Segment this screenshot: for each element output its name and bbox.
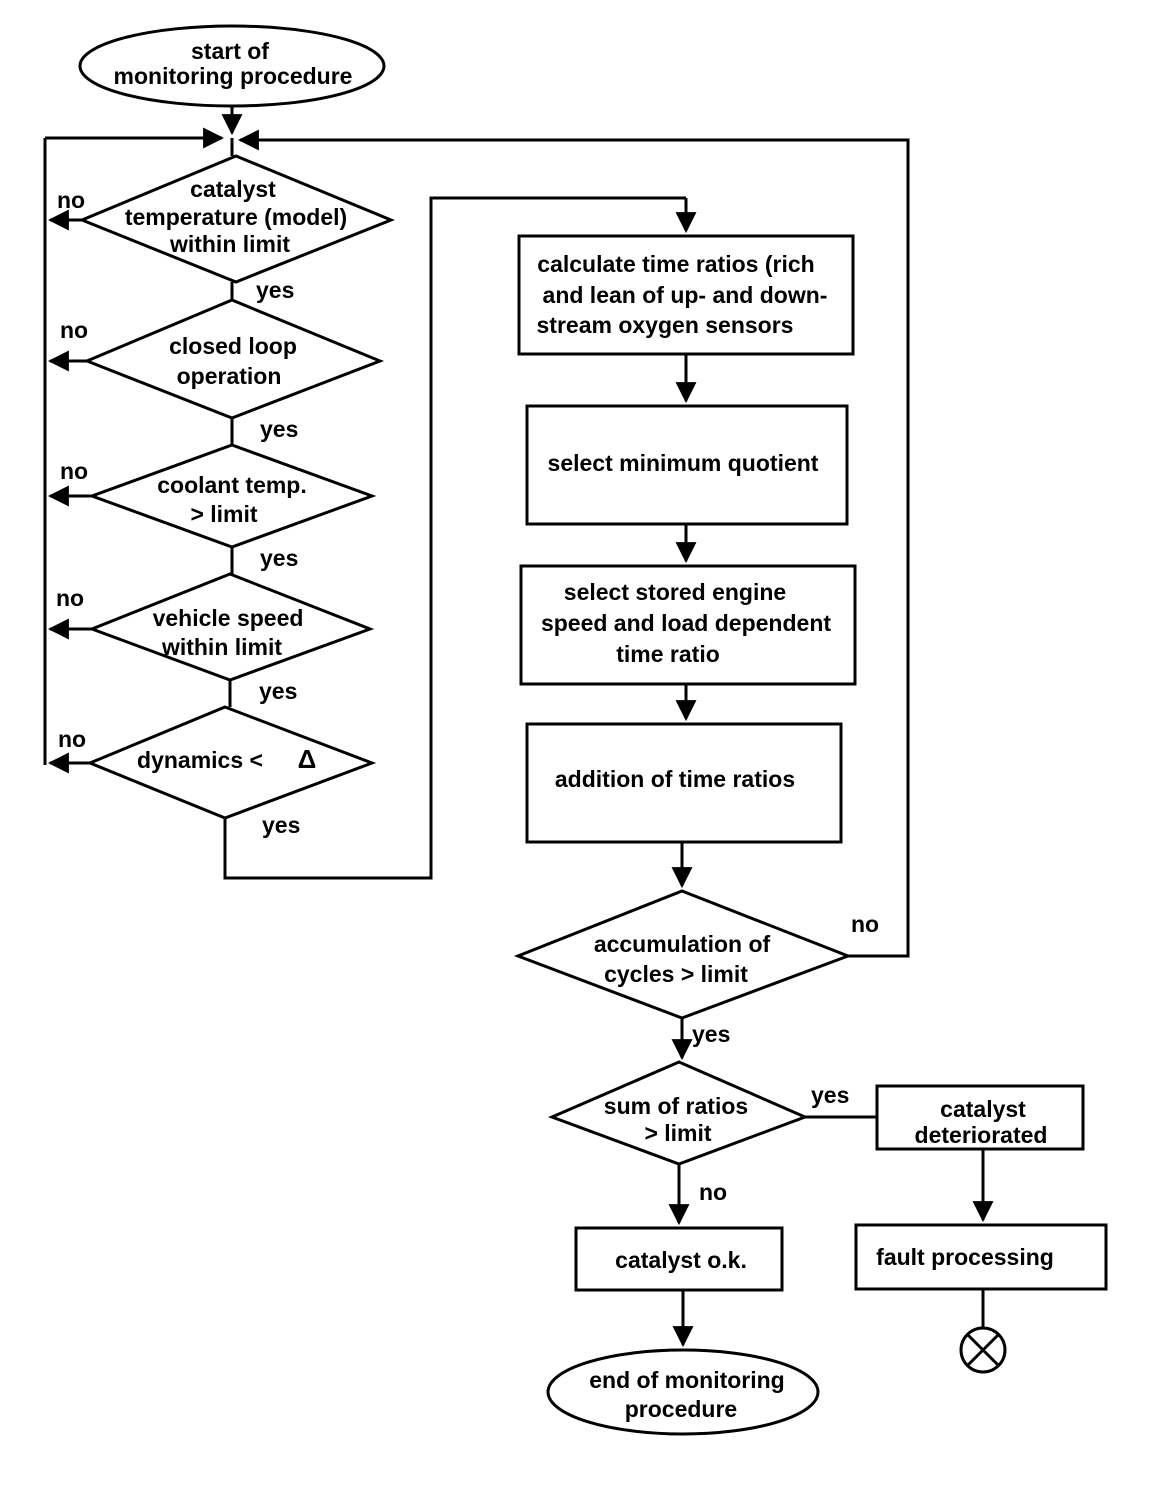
no-label: no: [699, 1179, 727, 1205]
accumulation-no-loop: [237, 129, 910, 958]
select-stored-line2: speed and load dependent: [541, 610, 831, 636]
end-line2: procedure: [625, 1396, 737, 1422]
delta-symbol: Δ: [298, 744, 317, 774]
calc-line1: calculate time ratios (rich: [537, 251, 814, 277]
vehicle-speed-line1: vehicle speed: [153, 605, 304, 631]
accumulation-line1: accumulation of: [594, 931, 771, 957]
dynamics-line1: dynamics <: [137, 747, 263, 773]
sum-line1: sum of ratios: [604, 1093, 748, 1119]
calc-line3: stream oxygen sensors: [537, 312, 794, 338]
process-select-stored: [519, 564, 857, 686]
deteriorated-line2: deteriorated: [915, 1122, 1048, 1148]
no-label: no: [56, 585, 84, 611]
no-label: no: [60, 317, 88, 343]
end-line1: end of monitoring: [589, 1367, 784, 1393]
end-terminator: [546, 1348, 820, 1436]
ok-line1: catalyst o.k.: [615, 1247, 747, 1273]
connector: [223, 196, 686, 880]
no-label: no: [851, 911, 879, 937]
coolant-line2: > limit: [190, 501, 257, 527]
deteriorated-line1: catalyst: [940, 1096, 1026, 1122]
catalyst-temp-line3: within limit: [169, 231, 290, 257]
select-stored-line3: time ratio: [616, 641, 720, 667]
sum-line2: > limit: [644, 1120, 711, 1146]
yes-label: yes: [260, 416, 298, 442]
addition-line1: addition of time ratios: [555, 766, 795, 792]
fault-line1: fault processing: [876, 1244, 1054, 1270]
no-label: no: [57, 187, 85, 213]
catalyst-temp-line2: temperature (model): [125, 204, 347, 230]
closed-loop-line2: operation: [177, 363, 282, 389]
yes-label: yes: [811, 1082, 849, 1108]
catalyst-temp-line1: catalyst: [190, 176, 276, 202]
vehicle-speed-line2: within limit: [161, 634, 282, 660]
yes-label: yes: [692, 1021, 730, 1047]
calc-line2: and lean of up- and down-: [543, 282, 828, 308]
no-label: no: [60, 458, 88, 484]
start-label-line2: monitoring procedure: [114, 63, 353, 89]
select-min-line1: select minimum quotient: [548, 450, 819, 476]
decision-closed-loop: [83, 298, 385, 420]
yes-label: yes: [259, 678, 297, 704]
stop-symbol-cross: [965, 1332, 1001, 1368]
yes-label: yes: [260, 545, 298, 571]
closed-loop-line1: closed loop: [169, 333, 297, 359]
select-stored-line1: select stored engine: [564, 579, 786, 605]
process-catalyst-ok: [574, 1226, 784, 1292]
decision-catalyst-temperature: [78, 154, 395, 284]
yes-label: yes: [262, 812, 300, 838]
process-addition: [525, 722, 843, 844]
accumulation-line2: cycles > limit: [604, 961, 748, 987]
no-label: no: [58, 726, 86, 752]
yes-label: yes: [256, 277, 294, 303]
coolant-line1: coolant temp.: [157, 472, 307, 498]
start-label-line1: start of: [191, 38, 269, 64]
process-fault-processing: [854, 1223, 1108, 1291]
